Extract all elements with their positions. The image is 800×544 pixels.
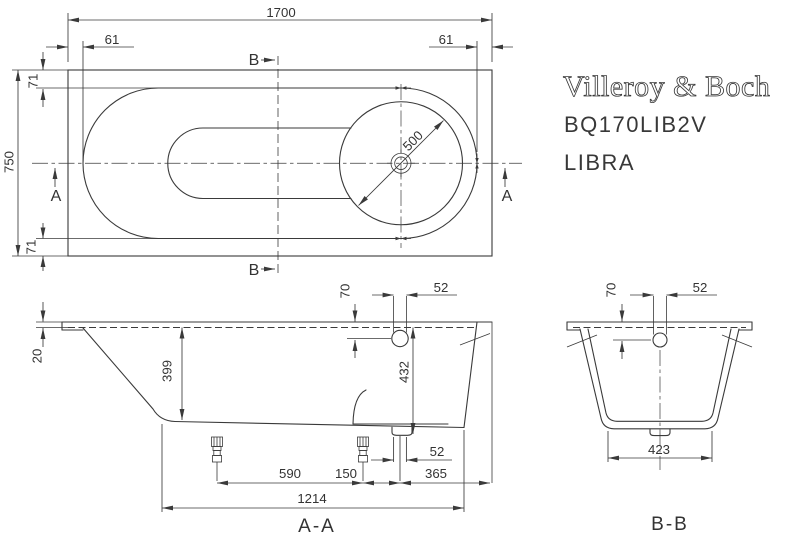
top-view-dimensions: 1700 61 61 71 71 xyxy=(2,5,513,279)
section-bb-outline xyxy=(566,296,753,470)
dim-foot-spacing: 590 xyxy=(279,466,301,481)
tangent-tick-bottom xyxy=(391,236,411,241)
section-bb-label: B-B xyxy=(651,514,689,535)
tangent-tick-right xyxy=(475,153,479,173)
dim-drain-depth: 432 xyxy=(397,361,412,383)
section-aa-dimensions: 20 399 70 52 432 52 xyxy=(30,280,490,512)
dim-base-length: 1214 xyxy=(297,491,326,506)
aa-break-tick xyxy=(459,333,491,346)
bb-break-tick-left xyxy=(566,334,598,348)
aa-overflow-hole xyxy=(391,329,409,348)
bb-inner-wall xyxy=(587,328,732,422)
aa-right-wall xyxy=(463,321,478,429)
brand-model-number: BQ170LIB2V xyxy=(564,112,707,137)
aa-well-step xyxy=(352,389,367,425)
brand-block: Villeroy & Boch BQ170LIB2V LIBRA xyxy=(563,70,771,175)
section-marker-a-left: A xyxy=(51,188,62,205)
section-bb: 70 52 423 B-B xyxy=(566,280,753,535)
dim-drain-diameter: 52 xyxy=(430,444,445,459)
bb-overflow-hole xyxy=(652,332,668,348)
top-view: 1700 61 61 71 71 xyxy=(2,5,522,279)
section-aa-outline xyxy=(61,296,493,483)
dim-inset-left: 61 xyxy=(105,32,120,47)
bb-break-tick-right xyxy=(721,334,753,348)
dim-drain-to-end: 365 xyxy=(425,466,447,481)
brand-series-name: LIBRA xyxy=(564,150,635,175)
section-aa-label: A-A xyxy=(298,516,336,537)
aa-foot-right xyxy=(357,436,369,481)
dim-inset-right: 61 xyxy=(439,32,454,47)
aa-drain-bump xyxy=(391,426,413,436)
bb-outer-wall xyxy=(579,328,740,430)
dim-rim-height: 20 xyxy=(30,349,45,364)
section-marker-b-bottom: B xyxy=(249,262,260,279)
dim-aa-overflow-drop: 70 xyxy=(338,284,353,299)
dim-foot-to-drain: 150 xyxy=(335,466,357,481)
dim-inset-bottom: 71 xyxy=(24,240,39,255)
dim-bb-overflow-diameter: 52 xyxy=(693,280,708,295)
tangent-tick-top xyxy=(391,86,411,90)
dim-bb-overflow-drop: 70 xyxy=(604,283,619,298)
brand-logo: Villeroy & Boch xyxy=(563,70,770,103)
dim-inset-top: 71 xyxy=(26,74,41,89)
section-bb-dimensions: 70 52 423 xyxy=(604,280,717,462)
section-marker-a-right: A xyxy=(502,188,513,205)
aa-foot-left xyxy=(211,436,223,481)
dim-overall-width: 750 xyxy=(2,151,17,173)
dim-base-width: 423 xyxy=(648,442,670,457)
aa-body-outline xyxy=(82,327,465,429)
section-marker-b-top: B xyxy=(249,52,260,69)
section-aa: 20 399 70 52 432 52 xyxy=(30,280,493,537)
dim-well-diameter: 500 xyxy=(400,128,426,154)
dim-aa-overflow-diameter: 52 xyxy=(434,280,449,295)
dim-overall-length: 1700 xyxy=(266,5,295,20)
dim-inner-depth: 399 xyxy=(160,360,175,382)
